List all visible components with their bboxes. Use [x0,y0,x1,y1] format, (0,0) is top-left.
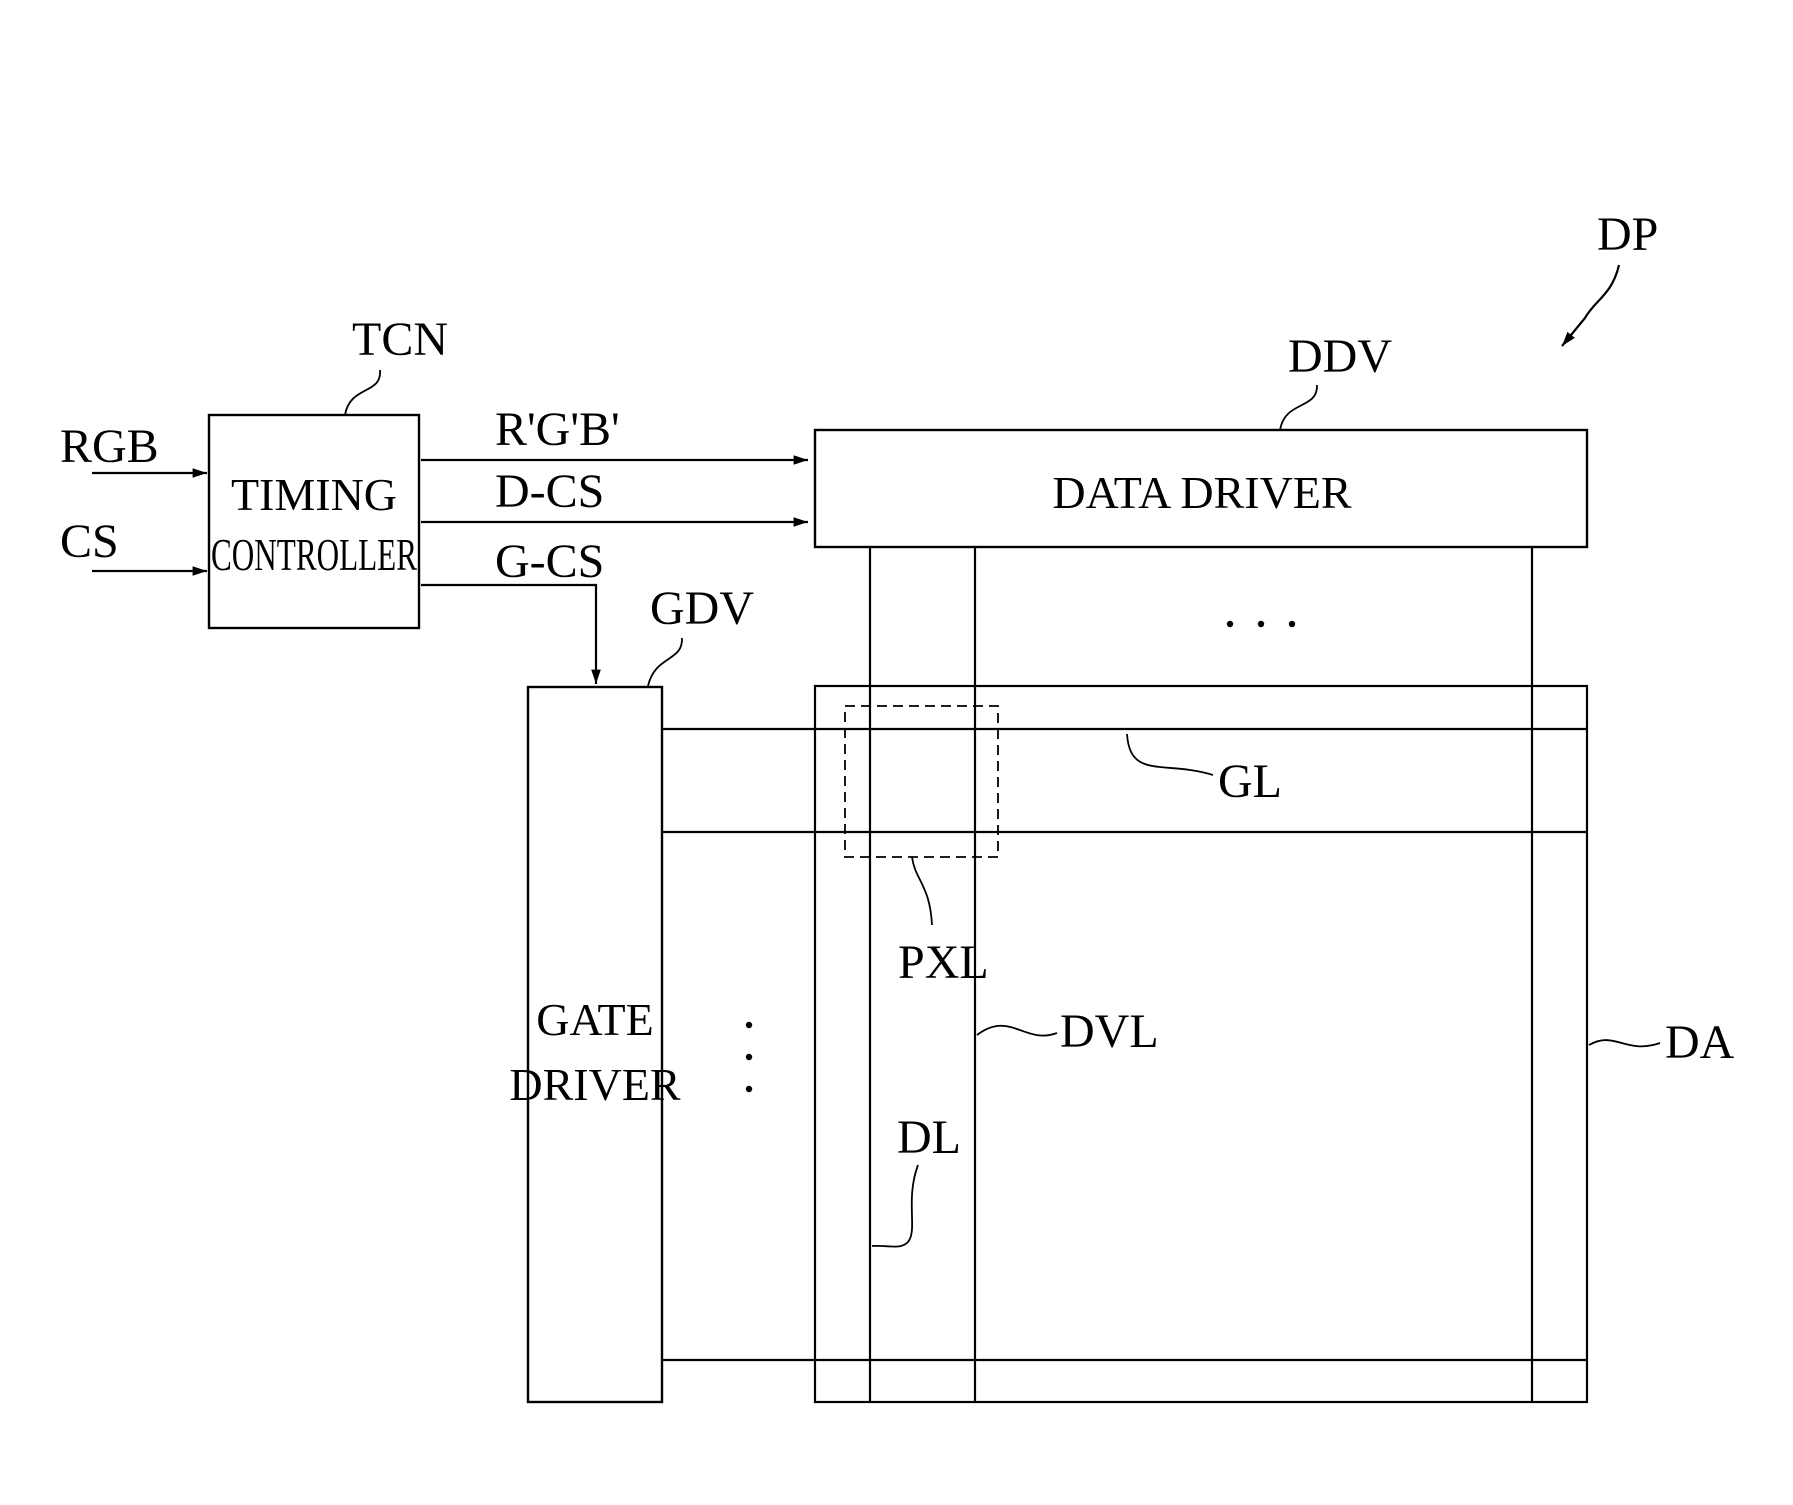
cs-input-label: CS [60,515,119,568]
pxl-leader [912,857,932,925]
ddv-leader [1280,385,1317,430]
g-cs-label: G-CS [495,535,604,588]
column-ellipsis-dot [1289,621,1295,627]
dvl-label: DVL [1060,1005,1159,1058]
tcn-leader [345,370,380,415]
dp-arrow [1562,265,1619,346]
timing-controller-label-2: CONTROLLER [211,529,417,580]
dp-label: DP [1597,208,1658,261]
row-ellipsis-dot [746,1022,752,1028]
dl-label: DL [897,1111,961,1164]
data-driver-label: DATA DRIVER [1052,467,1351,518]
ddv-label: DDV [1288,330,1392,383]
row-ellipsis-dot [746,1086,752,1092]
column-ellipsis-dot [1227,621,1233,627]
dl-leader [872,1165,918,1247]
dvl-leader [977,1026,1057,1036]
pxl-label: PXL [898,936,989,989]
gdv-leader [648,638,682,686]
rgb-input-label: RGB [60,420,159,473]
g-cs-arrow [421,585,596,684]
timing-controller-block [209,415,419,628]
rgb-prime-label: R'G'B' [495,403,620,456]
d-cs-label: D-CS [495,465,604,518]
tcn-label: TCN [352,313,448,366]
gdv-label: GDV [650,582,754,635]
gl-leader [1127,734,1213,775]
row-ellipsis-dot [746,1054,752,1060]
gate-driver-label-2: DRIVER [509,1059,681,1110]
gl-label: GL [1218,755,1282,808]
da-leader [1589,1040,1660,1046]
column-ellipsis-dot [1258,621,1264,627]
display-area [815,686,1587,1402]
gate-driver-label-1: GATE [536,994,654,1045]
da-label: DA [1665,1016,1735,1069]
timing-controller-label-1: TIMING [231,469,397,520]
